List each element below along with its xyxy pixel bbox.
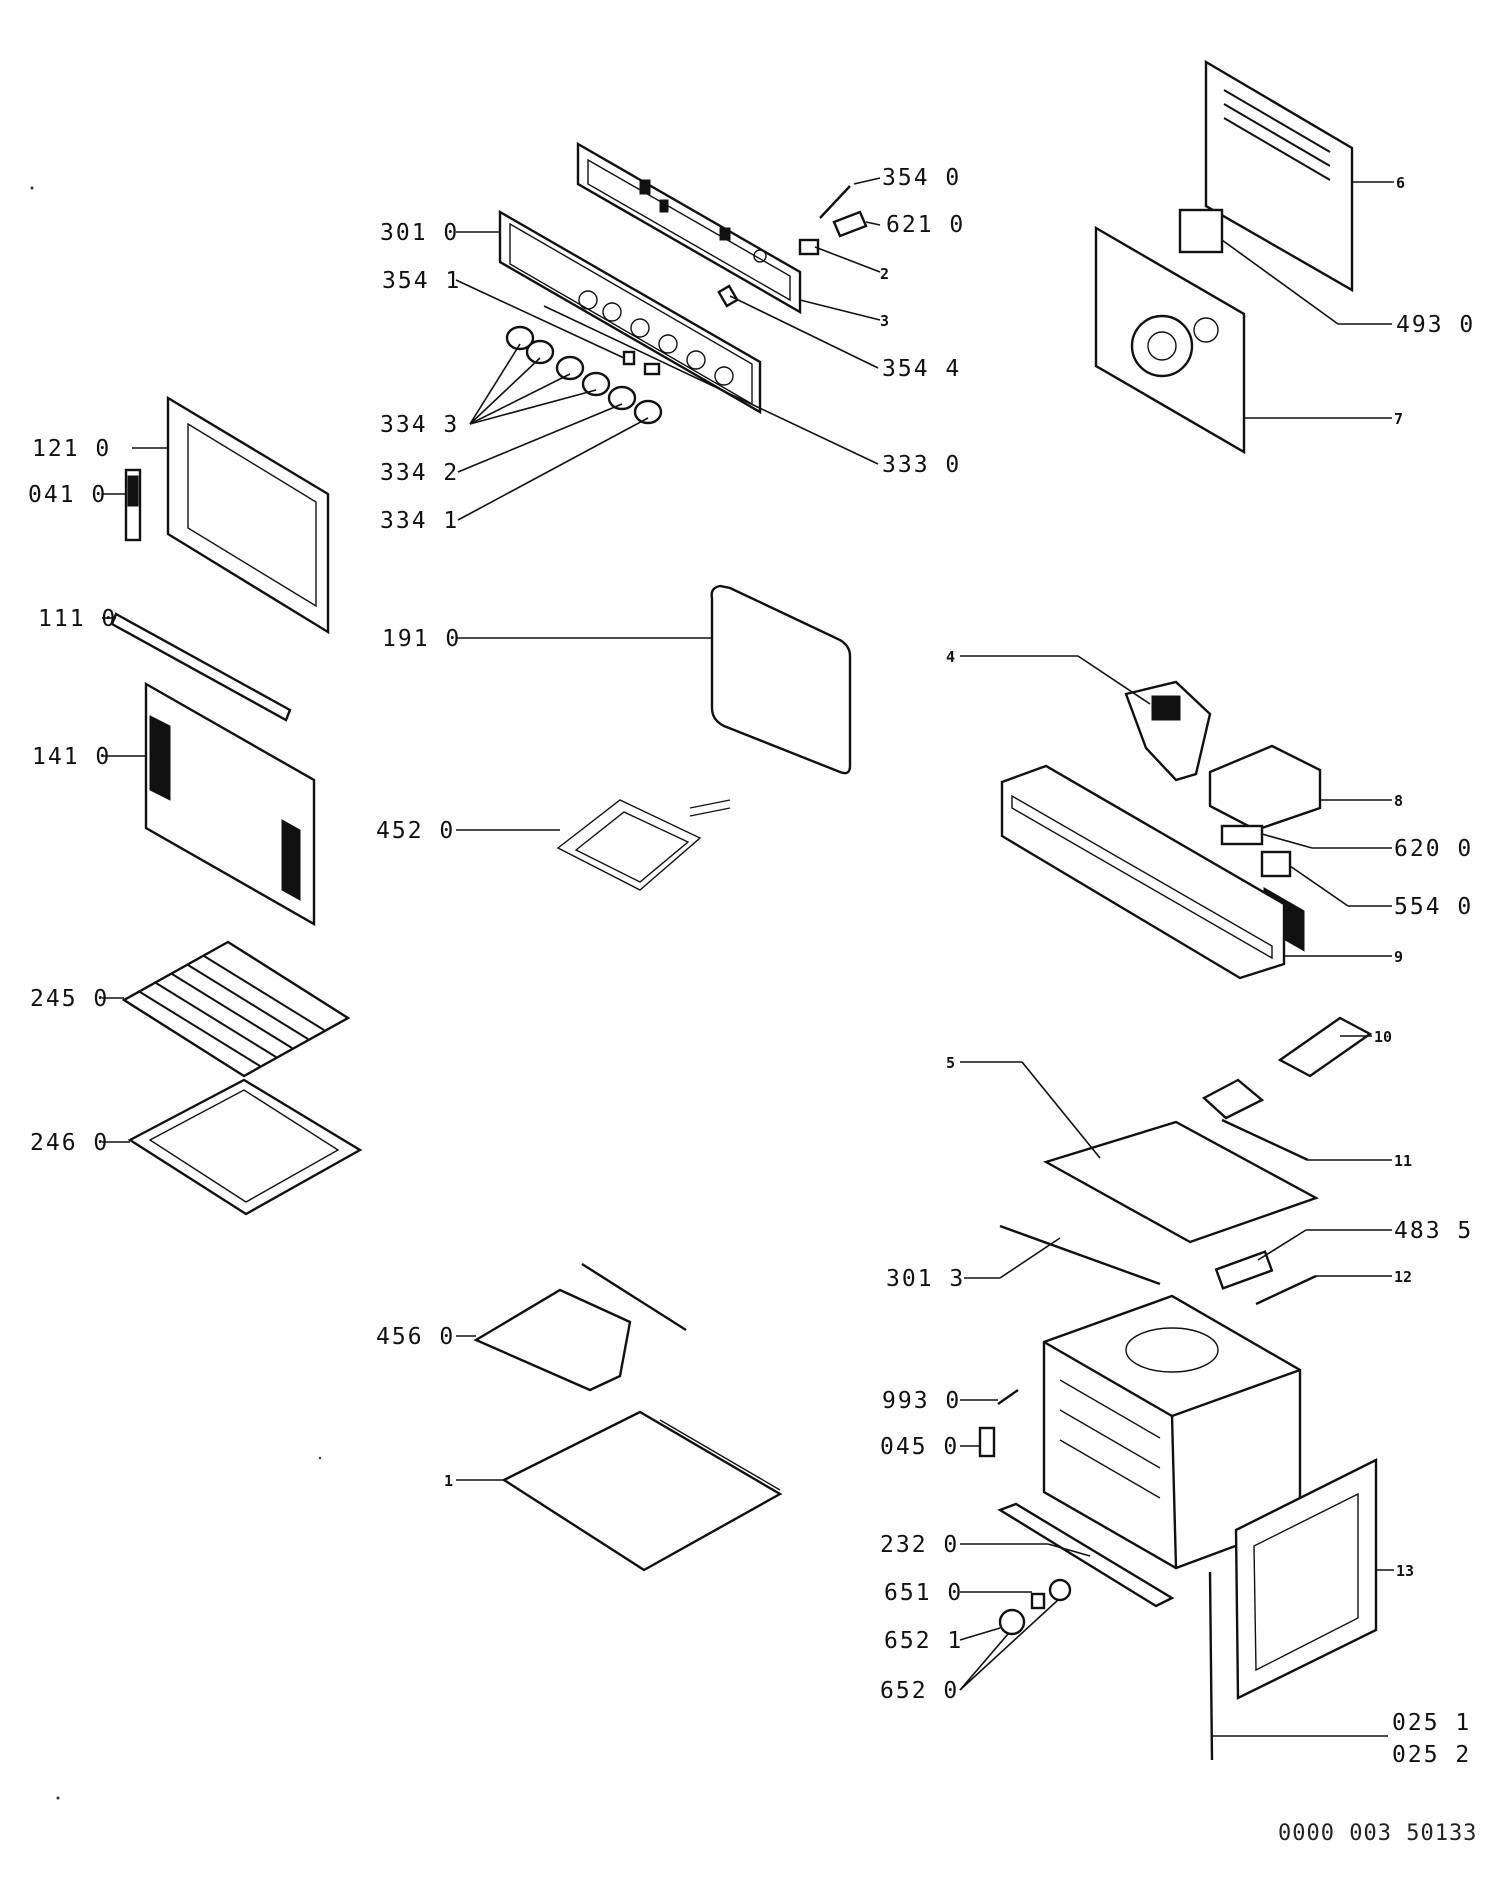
label-8: 8 <box>1394 792 1403 810</box>
label-3: 3 <box>880 312 889 330</box>
label-191-0: 191 0 <box>382 626 461 652</box>
label-456-0: 456 0 <box>376 1324 455 1350</box>
label-9: 9 <box>1394 948 1403 966</box>
label-354-4: 354 4 <box>882 356 961 382</box>
label-334-3: 334 3 <box>380 412 459 438</box>
label-2: 2 <box>880 265 889 283</box>
center-parts-group <box>456 584 852 1572</box>
label-301-3: 301 3 <box>886 1266 965 1292</box>
label-452-0: 452 0 <box>376 818 455 844</box>
label-045-0: 045 0 <box>880 1434 959 1460</box>
label-1: 1 <box>444 1472 453 1490</box>
label-246-0: 246 0 <box>30 1130 109 1156</box>
label-493-0: 493 0 <box>1396 312 1475 338</box>
label-025-2: 025 2 <box>1392 1742 1471 1768</box>
label-232-0: 232 0 <box>880 1532 959 1558</box>
label-025-1: 025 1 <box>1392 1710 1471 1736</box>
label-652-1: 652 1 <box>884 1628 963 1654</box>
label-11: 11 <box>1394 1152 1412 1170</box>
label-301-0: 301 0 <box>380 220 459 246</box>
control-panel-group <box>455 141 881 521</box>
label-7: 7 <box>1394 410 1403 428</box>
document-code: 0000 003 50133 <box>1278 1821 1477 1846</box>
label-041-0: 041 0 <box>28 482 107 508</box>
label-12: 12 <box>1394 1268 1412 1286</box>
label-4: 4 <box>946 648 955 666</box>
label-121-0: 121 0 <box>32 436 111 462</box>
label-6: 6 <box>1396 174 1405 192</box>
label-245-0: 245 0 <box>30 986 109 1012</box>
label-651-0: 651 0 <box>884 1580 963 1606</box>
label-993-0: 993 0 <box>882 1388 961 1414</box>
label-334-1: 334 1 <box>380 508 459 534</box>
label-334-2: 334 2 <box>380 460 459 486</box>
label-111-0: 111 0 <box>38 606 117 632</box>
label-10: 10 <box>1374 1028 1392 1046</box>
label-13: 13 <box>1396 1562 1414 1580</box>
label-354-1: 354 1 <box>382 268 461 294</box>
label-354-0: 354 0 <box>882 165 961 191</box>
label-5: 5 <box>946 1054 955 1072</box>
label-621-0: 621 0 <box>886 212 965 238</box>
label-141-0: 141 0 <box>32 744 111 770</box>
label-333-0: 333 0 <box>882 452 961 478</box>
label-652-0: 652 0 <box>880 1678 959 1704</box>
label-483-5: 483 5 <box>1394 1218 1473 1244</box>
cavity-parts-group <box>959 59 1394 1761</box>
label-620-0: 620 0 <box>1394 836 1473 862</box>
part-labels: 354 0 621 0 301 0 354 1 2 3 354 4 334 3 … <box>28 165 1477 1846</box>
label-554-0: 554 0 <box>1394 894 1473 920</box>
door-group <box>102 395 363 1216</box>
